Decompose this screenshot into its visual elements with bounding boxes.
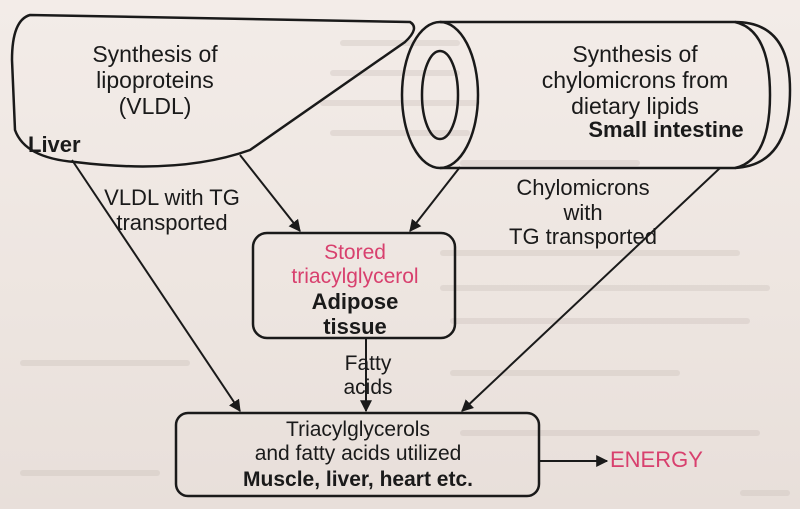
muscle-label: Muscle, liver, heart etc. [243, 468, 473, 491]
stored-tg-line: triacylglycerol [291, 264, 419, 288]
fatty-acids-line: Fatty [344, 352, 392, 375]
arrow-intestine-to-muscle [461, 167, 721, 412]
liver-description-line: (VLDL) [118, 92, 192, 119]
liver-shape [10, 13, 416, 168]
vldl-transport-line: transported [116, 209, 228, 235]
background-text-texture [20, 40, 790, 496]
utilization-line: and fatty acids utilized [254, 441, 462, 465]
fatty-acids-line: acids [343, 375, 393, 399]
vldl-transport-line: VLDL with TG [104, 185, 240, 210]
arrow-intestine-to-adipose [409, 166, 461, 232]
arrow-liver-to-adipose [239, 154, 301, 232]
intestine-shape [400, 20, 792, 170]
stored-tg-label: Stored triacylglycerol [255, 241, 455, 288]
energy-label: ENERGY [610, 447, 703, 472]
utilization-label: Triacylglycerols and fatty acids utilize… [178, 418, 538, 465]
adipose-label-line: Adipose [311, 289, 399, 314]
intestine-description-line: Synthesis of [572, 41, 698, 67]
liver-label: Liver [28, 132, 81, 157]
chylomicron-transport-line: TG transported [509, 224, 657, 250]
liver-description: Synthesis of lipoproteins (VLDL) [50, 41, 260, 119]
chylomicron-transport-line: with [563, 199, 603, 225]
adipose-box [251, 231, 457, 340]
liver-description-line: Synthesis of [92, 41, 218, 67]
chylomicron-transport-line: Chylomicrons [516, 175, 650, 200]
muscle-box [174, 411, 541, 498]
intestine-description-line: chylomicrons from [541, 66, 729, 93]
liver-description-line: lipoproteins [96, 66, 214, 93]
stored-tg-line: Stored [324, 241, 386, 264]
chylomicron-transport-label: Chylomicrons with TG transported [468, 175, 698, 250]
vldl-transport-label: VLDL with TG transported [72, 185, 272, 235]
intestine-label: Small intestine [588, 117, 744, 142]
fatty-acids-label: Fatty acids [318, 352, 418, 399]
adipose-label-line: tissue [323, 313, 387, 339]
utilization-line: Triacylglycerols [286, 418, 430, 441]
arrow-liver-to-muscle [71, 159, 241, 412]
adipose-label: Adipose tissue [255, 289, 455, 339]
intestine-description: Synthesis of chylomicrons from dietary l… [490, 41, 780, 119]
intestine-description-line: dietary lipids [571, 92, 699, 119]
